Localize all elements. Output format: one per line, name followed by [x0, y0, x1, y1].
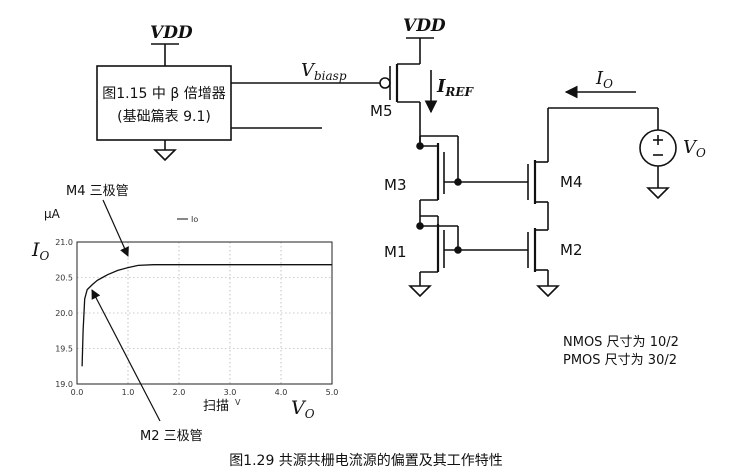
- m5-label: M5: [370, 102, 393, 120]
- x-tick-label: 0.0: [71, 388, 84, 397]
- beta-multiplier-block: [96, 65, 232, 141]
- m2-label: M2: [560, 241, 583, 259]
- plot-grid: [76, 241, 333, 385]
- m4-label: M4: [560, 173, 583, 191]
- transistor-m2: [527, 228, 549, 286]
- y-tick-label: 20.5: [55, 274, 73, 283]
- m2-ground-symbol: [536, 285, 560, 298]
- transistor-m5: [379, 63, 421, 146]
- x-tick-label: 3.0: [224, 388, 237, 397]
- x-axis-label: VO: [291, 397, 315, 421]
- m2-triode-label: M2 三极管: [140, 429, 203, 444]
- legend-label: Io: [191, 215, 198, 224]
- sweep-label: 扫描: [203, 399, 229, 414]
- vdd-right-supply: [406, 37, 434, 64]
- block-label-line2: (基础篇表 9.1): [117, 108, 211, 125]
- vdd-left-label: VDD: [150, 23, 193, 43]
- vbiasp-label: Vbiasp: [301, 60, 347, 83]
- ua-unit-label: μA: [44, 207, 61, 221]
- junction-dot: [416, 222, 424, 230]
- block-label-line1: 图1.15 中 β 倍增器: [102, 86, 225, 102]
- plot-frame: [76, 241, 333, 385]
- transistor-m3: [419, 135, 528, 226]
- vdd-left-supply: [151, 43, 179, 66]
- m2-triode-arrow: [91, 289, 161, 422]
- io-vs-vo-plot: 19.0 19.5 20.0 20.5 21.0 0.0 1.0 2.0 3.0 4.0 5.0: [55, 238, 338, 397]
- figure-caption: 图1.29 共源共栅电流源的偏置及其工作特性: [229, 453, 503, 469]
- y-tick-label: 19.5: [55, 345, 73, 354]
- m1-label: M1: [384, 243, 407, 261]
- vo-voltage-source: [639, 129, 677, 200]
- vo-source-label: VO: [683, 137, 706, 160]
- junction-dot: [454, 178, 462, 186]
- io-label: IO: [595, 68, 613, 91]
- x-tick-label: 2.0: [173, 388, 186, 397]
- block-ground-symbol: [153, 140, 177, 162]
- y-tick-label: 20.0: [55, 309, 73, 318]
- x-tick-label: 5.0: [326, 388, 339, 397]
- series-line-io: [81, 264, 332, 367]
- m3-label: M3: [384, 176, 407, 194]
- pmos-size-note: PMOS 尺寸为 30/2: [563, 353, 677, 368]
- y-tick-label: 19.0: [55, 380, 73, 389]
- vdd-right-label: VDD: [403, 16, 446, 36]
- junction-dot: [454, 246, 462, 254]
- transistor-m4: [527, 108, 549, 230]
- x-tick-labels: 0.0 1.0 2.0 3.0 4.0 5.0: [71, 388, 339, 397]
- junction-dot: [416, 142, 424, 150]
- y-tick-labels: 19.0 19.5 20.0 20.5 21.0: [55, 238, 73, 389]
- x-tick-label: 1.0: [122, 388, 135, 397]
- iref-label: IREF: [436, 76, 475, 99]
- transistor-m1: [419, 224, 528, 286]
- m1-ground-symbol: [408, 285, 432, 298]
- x-tick-label: 4.0: [275, 388, 288, 397]
- circuit-diagram: [96, 37, 677, 298]
- m4-triode-arrow: [102, 199, 129, 257]
- y-axis-label: IO: [31, 239, 50, 263]
- y-tick-label: 21.0: [55, 238, 73, 247]
- volt-unit-label: V: [235, 398, 241, 407]
- m4-triode-label: M4 三极管: [66, 184, 129, 199]
- nmos-size-note: NMOS 尺寸为 10/2: [563, 335, 679, 350]
